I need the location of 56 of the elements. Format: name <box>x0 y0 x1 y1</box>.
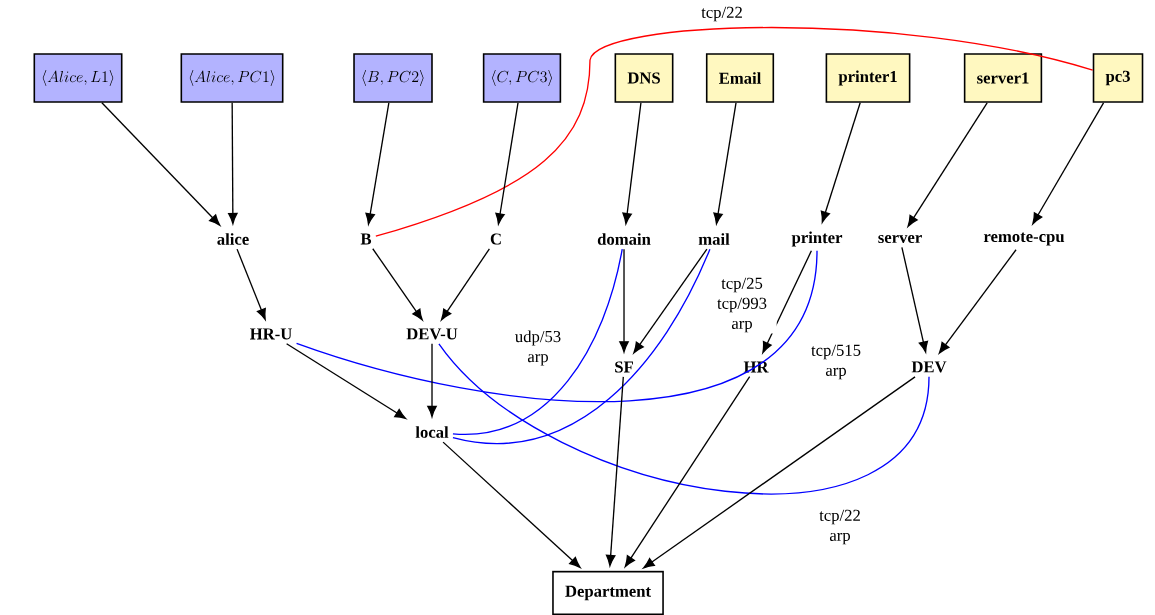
connector-curve <box>438 343 930 495</box>
arrow <box>442 441 581 568</box>
host-box: printer1 <box>825 53 911 103</box>
host-box: Email <box>705 53 775 103</box>
node-label: HR-U <box>245 324 297 344</box>
arrow <box>285 343 407 420</box>
edge-label: tcp/22 arp <box>812 508 868 546</box>
arrow <box>365 102 390 225</box>
arrow <box>762 250 813 354</box>
arrow <box>938 249 1017 354</box>
node-label: DEV <box>907 357 951 377</box>
arrow <box>643 376 916 569</box>
arrow <box>495 102 519 225</box>
arrow <box>907 102 988 227</box>
edge-label: tcp/515 arp <box>801 343 871 381</box>
arrow <box>440 248 491 321</box>
arrow <box>820 102 861 223</box>
arrow <box>427 343 437 418</box>
node-label: SF <box>610 357 638 377</box>
department-box: Department <box>552 570 664 615</box>
node-label: B <box>356 229 376 249</box>
arrow <box>633 248 708 354</box>
arrow <box>624 376 751 568</box>
connector-curve <box>295 250 818 402</box>
arrow <box>619 248 629 353</box>
arrow <box>901 246 929 353</box>
label-box: $\langle C, PC3\rangle$ <box>482 53 562 103</box>
node-label: printer <box>787 227 847 251</box>
node-label: domain <box>593 229 655 249</box>
arrow <box>1032 102 1105 225</box>
arrow <box>713 102 737 225</box>
label-box: $\langle B, PC2\rangle$ <box>353 53 433 103</box>
node-label: server <box>873 230 927 248</box>
node-label: alice <box>212 229 254 249</box>
arrow <box>236 248 266 320</box>
node-label: remote-cpu <box>979 228 1069 250</box>
host-box: pc3 <box>1092 53 1144 103</box>
arrow <box>101 102 221 226</box>
arrow <box>372 248 423 321</box>
connector-curve <box>452 248 623 435</box>
arrow <box>228 102 238 225</box>
node-label: mail <box>694 229 734 249</box>
connector-curve <box>452 248 711 444</box>
label-box: $\langle Alice, L1\rangle$ <box>33 53 123 103</box>
node-label: DEV-U <box>402 324 462 344</box>
node-label: local <box>411 422 453 442</box>
edge-label: tcp/25 tcp/993 arp <box>707 276 777 334</box>
arrow <box>622 102 642 225</box>
node-label: C <box>486 229 507 249</box>
edge-label: udp/53 arp <box>510 329 566 367</box>
connector-curve <box>375 26 1094 237</box>
edge-label: tcp/22 <box>699 5 745 23</box>
label-box: $\langle Alice, PC1\rangle$ <box>180 53 284 103</box>
host-box: server1 <box>963 53 1043 103</box>
arrow <box>605 376 624 567</box>
host-box: DNS <box>614 53 674 103</box>
